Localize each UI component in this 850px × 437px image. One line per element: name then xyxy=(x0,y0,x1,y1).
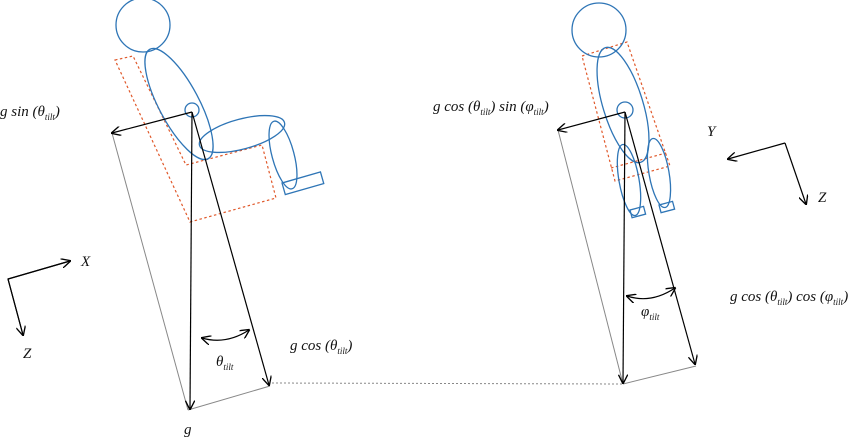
left-panel: g sin (θtilt) g cos (θtilt) θtilt g X Z xyxy=(0,0,352,437)
shank xyxy=(268,120,298,190)
thigh xyxy=(198,114,286,154)
g-sin-label: g sin (θtilt) xyxy=(0,104,60,122)
head xyxy=(571,2,627,58)
right-panel: g cos (θtilt) sin (φtilt) g cos (θtilt) … xyxy=(433,2,848,385)
chair-outline xyxy=(114,55,277,223)
z-axis-arrow xyxy=(7,278,23,335)
z-axis-arrow xyxy=(784,142,806,204)
g-cos-sin-label: g cos (θtilt) sin (φtilt) xyxy=(433,99,549,117)
x-axis-arrow xyxy=(7,261,70,280)
connector-dotted-line xyxy=(271,382,623,385)
z-axis-label: Z xyxy=(818,190,827,206)
torso xyxy=(596,46,650,164)
theta-angle-arc xyxy=(202,330,249,340)
g-cos-sin-vector xyxy=(558,111,626,130)
left-leg xyxy=(616,143,642,217)
g-cos-cos-label: g cos (θtilt) cos (φtilt) xyxy=(730,289,848,307)
g-cos-label: g cos (θtilt) xyxy=(290,338,352,356)
projection-line xyxy=(187,385,271,411)
z-axis-label: Z xyxy=(23,346,32,362)
y-axis-label: Y xyxy=(707,124,717,140)
left-foot xyxy=(629,205,647,219)
chair-outline xyxy=(581,41,671,182)
g-label: g xyxy=(184,422,192,437)
xz-axes: X Z xyxy=(7,254,91,362)
theta-label: θtilt xyxy=(216,354,234,372)
projection-line xyxy=(622,365,697,385)
projection-line xyxy=(111,132,189,411)
axis-lines xyxy=(7,260,71,336)
right-leg xyxy=(646,137,672,209)
x-axis-label: X xyxy=(80,254,91,270)
torso xyxy=(144,47,214,161)
phi-label: φtilt xyxy=(641,304,660,322)
foot xyxy=(281,171,325,196)
g-cos-cos-vector xyxy=(624,111,695,364)
g-vector xyxy=(623,111,625,383)
y-axis-arrow xyxy=(728,142,786,159)
g-cos-vector xyxy=(191,111,269,385)
yz-axes: Y Z xyxy=(707,124,827,206)
projection-line xyxy=(557,129,624,385)
phi-angle-arc xyxy=(627,288,675,299)
g-sin-vector xyxy=(112,111,193,133)
right-foot xyxy=(658,200,676,214)
head xyxy=(115,0,171,53)
g-vector xyxy=(190,111,192,409)
